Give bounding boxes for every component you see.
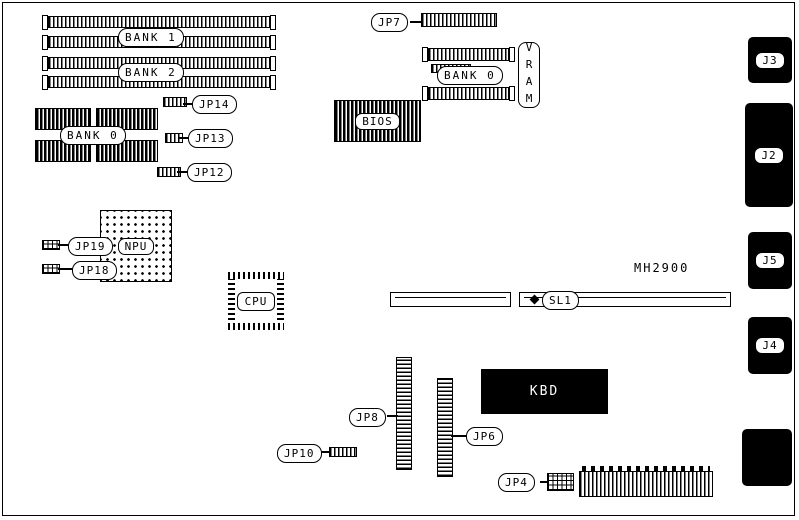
- bank0-chip-2: [96, 108, 158, 130]
- jp8-label: JP8: [349, 408, 386, 427]
- jp12-tail: [177, 171, 189, 173]
- vram-socket-1: [422, 47, 515, 62]
- bank2-label: BANK 2: [118, 63, 184, 82]
- j2-label: J2: [754, 146, 784, 164]
- connector-j3: J3: [748, 37, 792, 83]
- jp7-label: JP7: [371, 13, 408, 32]
- cpu-chip: CPU: [228, 272, 284, 330]
- sl1-label: SL1: [542, 291, 579, 310]
- jp10-tail: [320, 451, 330, 453]
- connector-din: [742, 429, 792, 486]
- bank0-left-label: BANK 0: [60, 126, 126, 145]
- jp13-label: JP13: [188, 129, 233, 148]
- bank0-chip-4: [96, 140, 158, 162]
- bank0-vram-label: BANK 0: [437, 66, 503, 85]
- jp4-header: [547, 473, 574, 491]
- jp7-tail: [410, 21, 423, 23]
- jp18-tail: [58, 268, 74, 270]
- connector-j2: J2: [745, 103, 793, 207]
- jp10-header: [329, 447, 357, 457]
- bottom-header-strip: [579, 471, 713, 497]
- bios-chip: BIOS: [334, 100, 421, 142]
- j3-label: J3: [755, 51, 785, 69]
- bios-label: BIOS: [355, 112, 400, 130]
- connector-j4: J4: [748, 317, 792, 374]
- board-model-text: MH2900: [634, 261, 690, 275]
- jp6-header: [437, 378, 453, 477]
- connector-j5: J5: [748, 232, 792, 289]
- jp7-header: [421, 13, 497, 27]
- jp14-header: [163, 97, 187, 107]
- jp14-tail: [183, 103, 194, 105]
- jp8-tail: [387, 415, 398, 417]
- j5-label: J5: [755, 252, 785, 269]
- vram-socket-2: [422, 86, 515, 101]
- kbd-label: KBD: [529, 384, 560, 399]
- jp6-label: JP6: [466, 427, 503, 446]
- vram-label-text: VRAM: [522, 41, 536, 109]
- slot-groove: [395, 297, 506, 298]
- jp13-tail: [179, 137, 190, 139]
- jp8-header: [396, 357, 412, 470]
- bottom-header-bumps: [582, 466, 710, 471]
- sl1-slot-segment-a: [390, 292, 511, 307]
- jp19-label: JP19: [68, 237, 113, 256]
- jp10-label: JP10: [277, 444, 322, 463]
- bank1-label: BANK 1: [118, 28, 184, 47]
- jp12-label: JP12: [187, 163, 232, 182]
- j4-label: J4: [755, 337, 785, 354]
- kbd-chip: KBD: [481, 369, 608, 414]
- slot-groove: [524, 297, 726, 298]
- simm-socket-1: [42, 15, 276, 30]
- jp6-tail: [451, 435, 468, 437]
- jp4-tail: [540, 481, 548, 483]
- jp4-label: JP4: [498, 473, 535, 492]
- npu-label: NPU: [117, 237, 155, 255]
- jp18-label: JP18: [72, 261, 117, 280]
- vram-label: VRAM: [518, 41, 540, 109]
- cpu-label: CPU: [236, 291, 276, 311]
- jp14-label: JP14: [192, 95, 237, 114]
- jp19-tail: [58, 244, 70, 246]
